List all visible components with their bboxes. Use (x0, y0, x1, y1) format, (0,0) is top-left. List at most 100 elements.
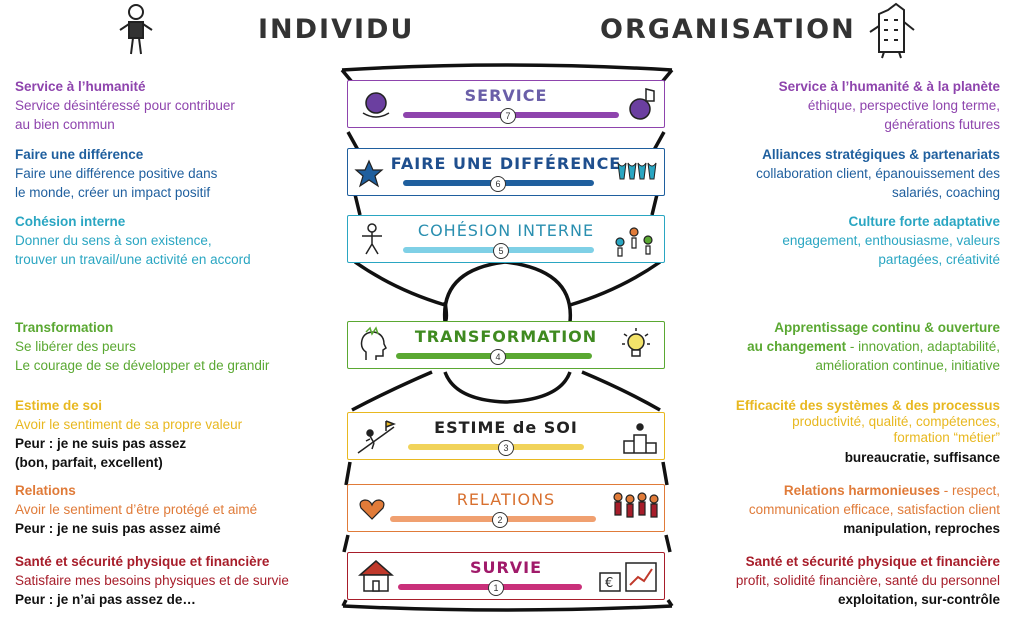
lower-right-side (581, 370, 674, 607)
right-line: profit, solidité financière, santé du pe… (735, 573, 1000, 588)
right-title-cont: au changement (747, 339, 847, 354)
left-block-relations: Relations Avoir le sentiment d’être prot… (15, 481, 315, 538)
group-icon (613, 492, 659, 518)
band-label: COHÉSION INTERNE (417, 221, 595, 240)
left-title: Cohésion interne (15, 214, 126, 229)
left-block-transformation: Transformation Se libérer des peurs Le c… (15, 318, 315, 375)
band-label: TRANSFORMATION (414, 327, 598, 346)
funnel-top-rim (341, 63, 673, 72)
left-title: Santé et sécurité physique et financière (15, 554, 270, 569)
left-line: trouver un travail/une activité en accor… (15, 252, 251, 267)
right-risk: manipulation, reproches (843, 521, 1000, 536)
header-organisation: ORGANISATION (600, 14, 856, 45)
right-title: Efficacité des systèmes & des processus (735, 398, 1000, 413)
left-line: Faire une différence positive dans (15, 166, 218, 181)
band-label: SURVIE (469, 558, 543, 577)
band-bar (408, 444, 584, 450)
left-title: Estime de soi (15, 398, 103, 413)
left-block-estime-de-soi: Estime de soi Avoir le sentiment de sa p… (15, 396, 315, 472)
right-line: engagement, enthousiasme, valeurs (782, 233, 1000, 248)
band-service: SERVICE 7 (347, 80, 665, 128)
globe-icon (362, 92, 390, 118)
band-label: RELATIONS (456, 490, 556, 509)
left-fear: (bon, parfait, excellent) (15, 455, 163, 470)
band-faire-une-difference: FAIRE UNE DIFFÉRENCE 6 (347, 148, 665, 196)
left-block-faire-une-difference: Faire une différence Faire une différenc… (15, 145, 315, 202)
figure-icon (362, 223, 382, 255)
left-line: le monde, créer un impact positif (15, 185, 211, 200)
right-line: salariés, coaching (891, 185, 1000, 200)
level-number: 1 (488, 580, 504, 596)
heart-icon (359, 499, 385, 520)
level-number: 7 (500, 108, 516, 124)
globe-building-icon (629, 88, 655, 120)
level-number: 4 (490, 349, 506, 365)
level-number: 3 (498, 440, 514, 456)
right-block-survie: Santé et sécurité physique et financière… (690, 552, 1000, 609)
band-relations: RELATIONS 2 (347, 484, 665, 532)
left-line: au bien commun (15, 117, 115, 132)
right-risk: exploitation, sur-contrôle (837, 592, 1000, 607)
band-survie: SURVIE 1 € (347, 552, 665, 600)
right-title-suffix: - respect, (939, 483, 1000, 498)
right-line: formation “métier” (893, 430, 1000, 445)
right-title: Apprentissage continu & ouverture (774, 320, 1000, 335)
right-block-transformation: Apprentissage continu & ouverture au cha… (690, 318, 1000, 375)
left-line: Avoir le sentiment d’être protégé et aim… (15, 502, 258, 517)
left-title: Faire une différence (15, 147, 144, 162)
left-fear: Peur : je ne suis pas assez aimé (15, 521, 221, 536)
left-line: Le courage de se développer et de grandi… (15, 358, 270, 373)
right-title: Relations harmonieuses (783, 483, 940, 498)
funnel-right-side (569, 68, 674, 307)
lower-left-side (341, 301, 449, 607)
neck-circle (442, 260, 573, 323)
right-title: Culture forte adaptative (848, 214, 1000, 229)
left-fear: Peur : je n’ai pas assez de… (15, 592, 196, 607)
band-cohesion-interne: COHÉSION INTERNE 5 (347, 215, 665, 263)
right-line: - innovation, adaptabilité, (849, 339, 1000, 354)
left-line: Avoir le sentiment de sa propre valeur (15, 417, 243, 432)
header-individu: INDIVIDU (258, 14, 415, 45)
band-estime-de-soi: ESTIME de SOI 3 (347, 412, 665, 460)
left-fear: Peur : je ne suis pas assez (15, 436, 187, 451)
band-label: ESTIME de SOI (434, 418, 578, 437)
left-title: Relations (15, 483, 76, 498)
house-icon (358, 560, 394, 592)
team-icon (615, 227, 653, 257)
left-line: Se libérer des peurs (15, 339, 136, 354)
right-block-estime-de-soi: Efficacité des systèmes & des processus … (690, 398, 1000, 466)
right-block-faire-une-difference: Alliances stratégiques & partenariats co… (690, 145, 1000, 202)
right-risk: bureaucratie, suffisance (844, 450, 1000, 465)
left-block-service: Service à l’humanité Service désintéress… (15, 77, 315, 134)
left-title: Service à l’humanité (15, 79, 146, 94)
figure-icon (119, 4, 153, 55)
band-label: SERVICE (464, 86, 548, 105)
right-block-relations: Relations harmonieuses - respect, commun… (690, 481, 1000, 538)
left-line: Satisfaire mes besoins physiques et de s… (15, 573, 289, 588)
lightbulb-icon (622, 328, 650, 357)
right-block-service: Service à l’humanité & à la planète éthi… (690, 77, 1000, 134)
right-title: Alliances stratégiques & partenariats (762, 147, 1000, 162)
right-line: amélioration continue, initiative (815, 358, 1000, 373)
people-icon (617, 162, 657, 180)
left-line: Donner du sens à son existence, (15, 233, 212, 248)
right-block-cohesion-interne: Culture forte adaptative engagement, ent… (690, 212, 1000, 269)
podium-icon (623, 423, 657, 454)
right-title: Service à l’humanité & à la planète (778, 79, 1000, 94)
right-line: communication efficace, satisfaction cli… (748, 502, 1000, 517)
level-number: 2 (492, 512, 508, 528)
level-number: 6 (490, 176, 506, 192)
building-icon (869, 2, 915, 59)
svg-text:€: € (605, 576, 613, 591)
right-line: productivité, qualité, compétences, (792, 414, 1000, 429)
left-block-cohesion-interne: Cohésion interne Donner du sens à son ex… (15, 212, 315, 269)
climber-icon (357, 420, 396, 454)
left-title: Transformation (15, 320, 114, 335)
left-block-survie: Santé et sécurité physique et financière… (15, 552, 315, 609)
band-transformation: TRANSFORMATION 4 (347, 321, 665, 369)
right-line: collaboration client, épanouissement des (756, 166, 1000, 181)
funnel-bottom-rim (342, 604, 673, 612)
funnel-left-side (340, 68, 446, 307)
left-line: Service désintéressé pour contribuer (15, 98, 235, 113)
right-title: Santé et sécurité physique et financière (745, 554, 1000, 569)
